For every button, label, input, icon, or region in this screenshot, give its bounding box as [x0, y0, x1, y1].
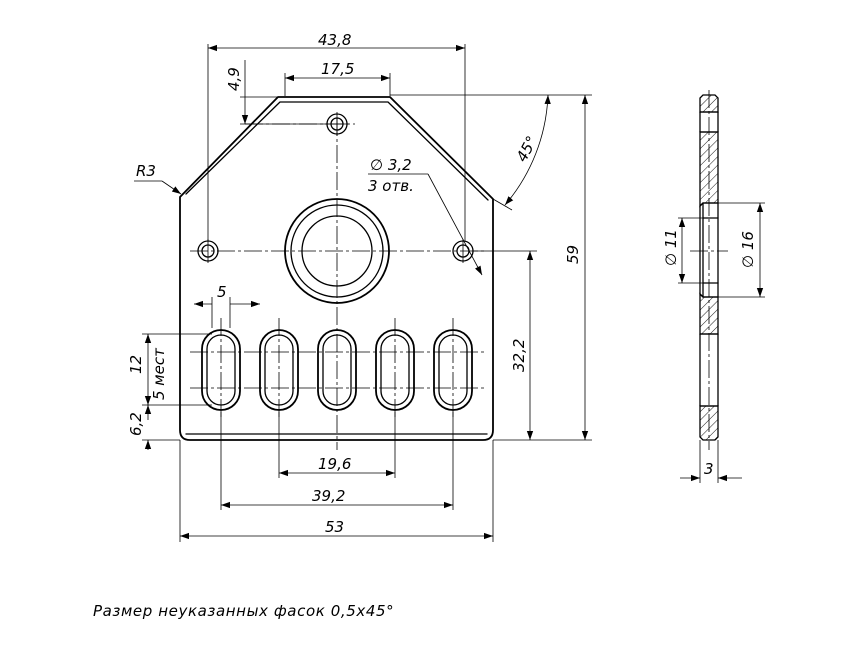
drawing-note: Размер неуказанных фасок 0,5x45°	[93, 602, 394, 620]
slot	[317, 329, 357, 411]
dim-chamfer-height: 4,9	[225, 67, 243, 91]
dim-hole-center-height: 32,2	[510, 339, 528, 372]
dim-slot-pitch: 19,6	[318, 455, 351, 473]
dim-boss-inner-dia: ∅ 11	[662, 229, 680, 266]
dimensions-front: 43,8 17,5 4,9 R3 45° ∅ 3,2 3 отв. 59	[127, 31, 592, 542]
dim-slot-width: 5	[217, 283, 227, 301]
chamfer-inner-line	[185, 101, 489, 201]
dim-slot-count: 5 мест	[150, 347, 168, 400]
plate-outline	[179, 96, 494, 441]
dim-thickness: 3	[704, 460, 714, 478]
boss-bore	[301, 215, 373, 287]
dim-hole-dia: ∅ 3,2	[370, 156, 412, 174]
dim-slot-bottom-offset: 6,2	[127, 412, 145, 436]
dim-slot-length: 12	[127, 355, 145, 374]
dim-boss-outer-dia: ∅ 16	[739, 231, 757, 268]
dim-slot-span: 39,2	[312, 487, 345, 505]
boss-outer	[284, 198, 390, 304]
dim-hole-count: 3 отв.	[368, 177, 414, 195]
dim-chamfer-angle: 45°	[513, 133, 541, 165]
dim-corner-radius: R3	[136, 162, 156, 180]
dim-base-width: 53	[325, 518, 344, 536]
slots	[190, 318, 487, 420]
side-view: ∅ 11 ∅ 16 3	[662, 90, 765, 483]
boss-chamfer	[290, 204, 384, 298]
dim-height-total: 59	[564, 245, 582, 264]
front-view	[179, 96, 494, 450]
dim-width-overall: 43,8	[318, 31, 351, 49]
dim-top-flat: 17,5	[321, 60, 354, 78]
